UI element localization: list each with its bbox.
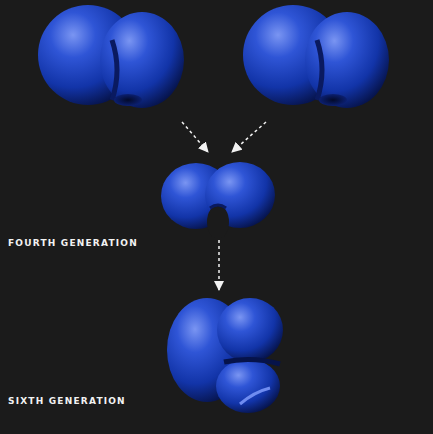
- parent-blob: [243, 5, 389, 108]
- dashed-arrow: [232, 122, 266, 152]
- dashed-arrow: [182, 122, 208, 152]
- parent-blob: [38, 5, 184, 108]
- blob-shape: [158, 158, 278, 238]
- generation-blob: SIXTH GENERATION: [162, 292, 286, 416]
- dashed-arrow: [218, 240, 220, 290]
- blob-shape: [162, 292, 286, 416]
- generation-blob: FOURTH GENERATION: [158, 158, 278, 238]
- generation-label: FOURTH GENERATION: [8, 238, 138, 249]
- generation-label: SIXTH GENERATION: [8, 396, 126, 407]
